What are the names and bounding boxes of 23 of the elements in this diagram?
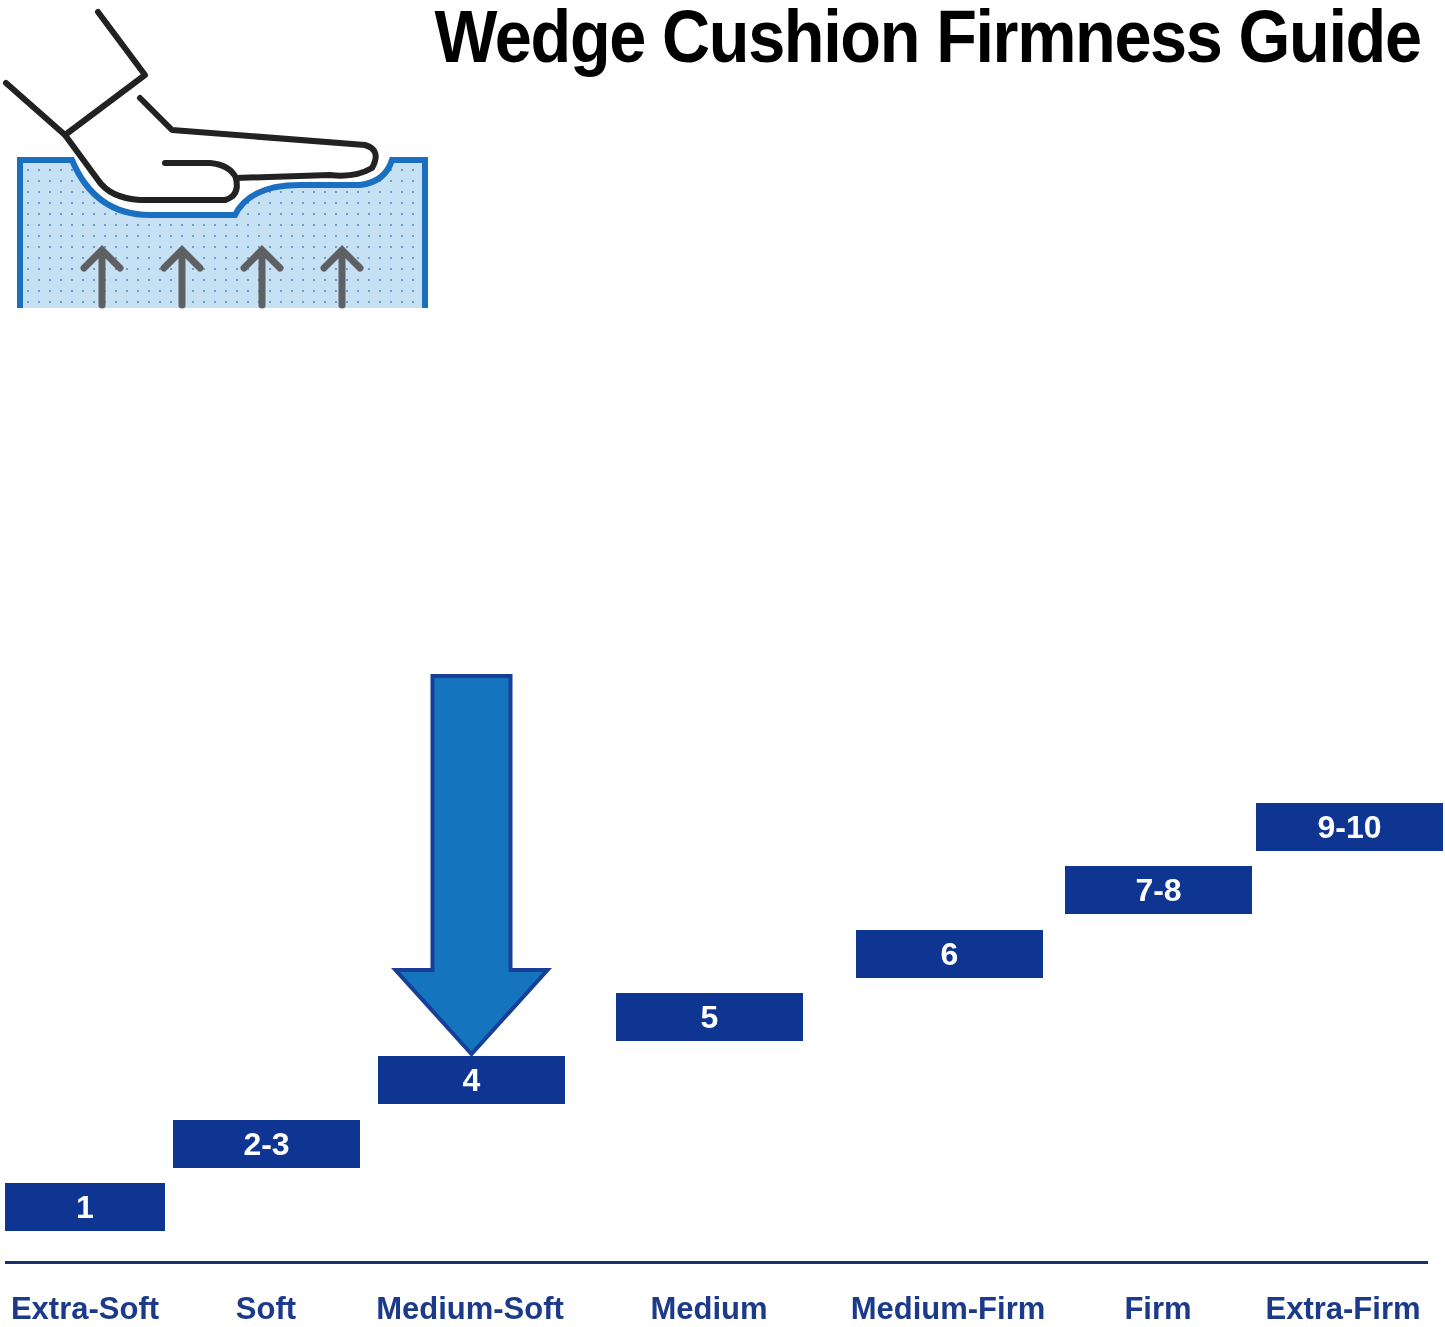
level-number: 4	[462, 1064, 481, 1096]
firmness-label: Firm	[1124, 1293, 1192, 1324]
firmness-label: Extra-Firm	[1265, 1293, 1421, 1324]
firmness-label: Extra-Soft	[10, 1293, 160, 1324]
firmness-level-bar	[616, 993, 803, 1041]
level-number: 1	[76, 1191, 94, 1223]
firmness-label: Medium-Firm	[850, 1293, 1046, 1324]
firmness-level-bar	[1065, 866, 1252, 914]
level-number: 7-8	[1135, 874, 1182, 906]
level-number: 2-3	[243, 1128, 290, 1160]
firmness-level-bar	[5, 1183, 165, 1231]
level-number: 5	[700, 1001, 719, 1033]
firmness-label: Soft	[235, 1293, 297, 1324]
level-number: 6	[940, 938, 959, 970]
title: Wedge Cushion Firmness Guide	[435, 0, 1421, 79]
firmness-label: Medium-Soft	[376, 1293, 564, 1324]
firmness-level-bar	[173, 1120, 360, 1168]
firmness-level-bar	[1256, 803, 1443, 851]
firmness-level-bar	[856, 930, 1043, 978]
firmness-level-bar	[378, 1056, 565, 1104]
firmness-label: Medium	[650, 1293, 768, 1324]
level-number: 9-10	[1317, 811, 1382, 843]
down-arrow	[391, 674, 552, 1057]
